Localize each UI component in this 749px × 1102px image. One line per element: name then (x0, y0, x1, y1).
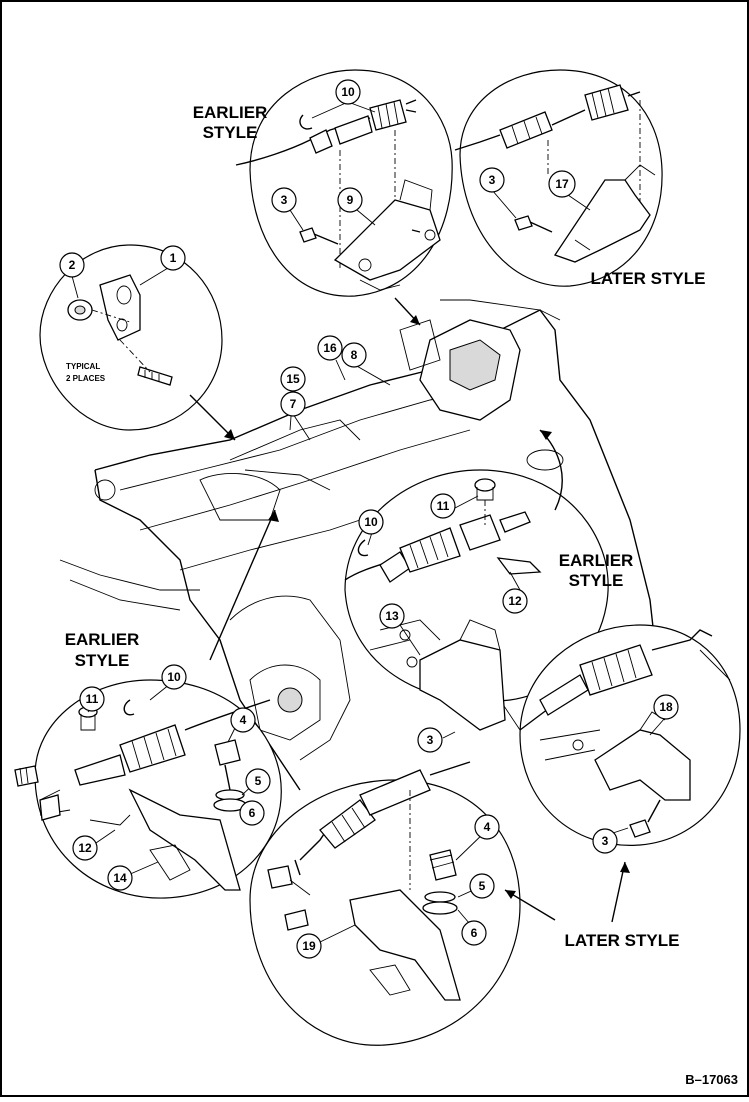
svg-text:7: 7 (290, 397, 297, 411)
callout-5-left: 5 (245, 768, 271, 794)
svg-text:2: 2 (69, 258, 76, 272)
callout-7: 7 (280, 391, 306, 417)
callout-11-left: 11 (79, 686, 105, 712)
typical-line1: TYPICAL (66, 362, 100, 371)
callout-5-bottom: 5 (469, 873, 495, 899)
earlier-style-right-line2: STYLE (569, 571, 624, 590)
callout-19: 19 (296, 933, 322, 959)
callout-4-bottom: 4 (474, 814, 500, 840)
svg-text:6: 6 (471, 926, 478, 940)
svg-text:3: 3 (427, 733, 434, 747)
callout-2: 2 (59, 252, 85, 278)
svg-text:12: 12 (78, 841, 92, 855)
svg-text:8: 8 (351, 348, 358, 362)
svg-text:11: 11 (437, 499, 450, 513)
svg-text:13: 13 (385, 609, 399, 623)
detail-later-style-right (519, 624, 741, 846)
svg-text:10: 10 (364, 515, 378, 529)
leader-arrows (189, 229, 630, 923)
callout-4-left: 4 (230, 707, 256, 733)
callout-9: 9 (337, 187, 363, 213)
svg-text:1: 1 (170, 251, 177, 265)
svg-text:4: 4 (484, 820, 491, 834)
callout-16: 16 (317, 335, 343, 361)
svg-text:3: 3 (281, 193, 288, 207)
earlier-style-left-line2: STYLE (75, 651, 130, 670)
later-style-top: LATER STYLE (591, 269, 706, 288)
callout-3-top-left: 3 (271, 187, 297, 213)
figure-code: B–17063 (685, 1072, 738, 1087)
callout-13: 13 (379, 603, 405, 629)
callout-11-right: 11 (430, 493, 456, 519)
callout-8: 8 (341, 342, 367, 368)
callout-18: 18 (653, 694, 679, 720)
earlier-style-top-line2: STYLE (203, 123, 258, 142)
detail-typical-bracket (39, 244, 223, 431)
svg-text:16: 16 (323, 341, 337, 355)
svg-text:5: 5 (479, 879, 486, 893)
svg-text:9: 9 (347, 193, 354, 207)
svg-text:12: 12 (508, 594, 522, 608)
callout-3-top-right: 3 (479, 167, 505, 193)
callout-14: 14 (107, 865, 133, 891)
callout-1: 1 (160, 245, 186, 271)
callout-15: 15 (280, 366, 306, 392)
callout-6-bottom: 6 (461, 920, 487, 946)
svg-text:19: 19 (302, 939, 316, 953)
svg-text:14: 14 (113, 871, 127, 885)
callout-17: 17 (548, 170, 576, 198)
callout-6-left: 6 (239, 800, 265, 826)
callout-10-right: 10 (358, 509, 384, 535)
earlier-style-left-line1: EARLIER (65, 630, 140, 649)
svg-text:15: 15 (286, 372, 300, 386)
later-style-bottom: LATER STYLE (565, 931, 680, 950)
callout-3-right: 3 (592, 828, 618, 854)
typical-line2: 2 PLACES (66, 374, 106, 383)
earlier-style-top-line1: EARLIER (193, 103, 268, 122)
callout-10-top: 10 (335, 79, 361, 105)
callout-10-left: 10 (161, 664, 187, 690)
svg-text:6: 6 (249, 806, 256, 820)
detail-earlier-style-right (344, 469, 609, 731)
callout-3-center: 3 (417, 727, 443, 753)
callouts: 10 3 9 3 17 2 1 16 8 15 7 11 10 12 13 3 … (59, 79, 679, 959)
svg-text:3: 3 (602, 834, 609, 848)
style-labels: EARLIER STYLE LATER STYLE EARLIER STYLE … (65, 103, 738, 1087)
detail-bottom-center (249, 761, 521, 1046)
svg-text:10: 10 (341, 85, 355, 99)
svg-text:3: 3 (489, 173, 496, 187)
callout-12-left: 12 (72, 835, 98, 861)
callout-12-right: 12 (502, 588, 528, 614)
svg-text:4: 4 (240, 713, 247, 727)
svg-text:17: 17 (555, 177, 569, 191)
svg-text:18: 18 (659, 700, 673, 714)
svg-text:5: 5 (255, 774, 262, 788)
earlier-style-right-line1: EARLIER (559, 551, 634, 570)
svg-text:10: 10 (167, 670, 181, 684)
detail-earlier-style-top (235, 69, 453, 297)
svg-text:11: 11 (86, 692, 99, 706)
